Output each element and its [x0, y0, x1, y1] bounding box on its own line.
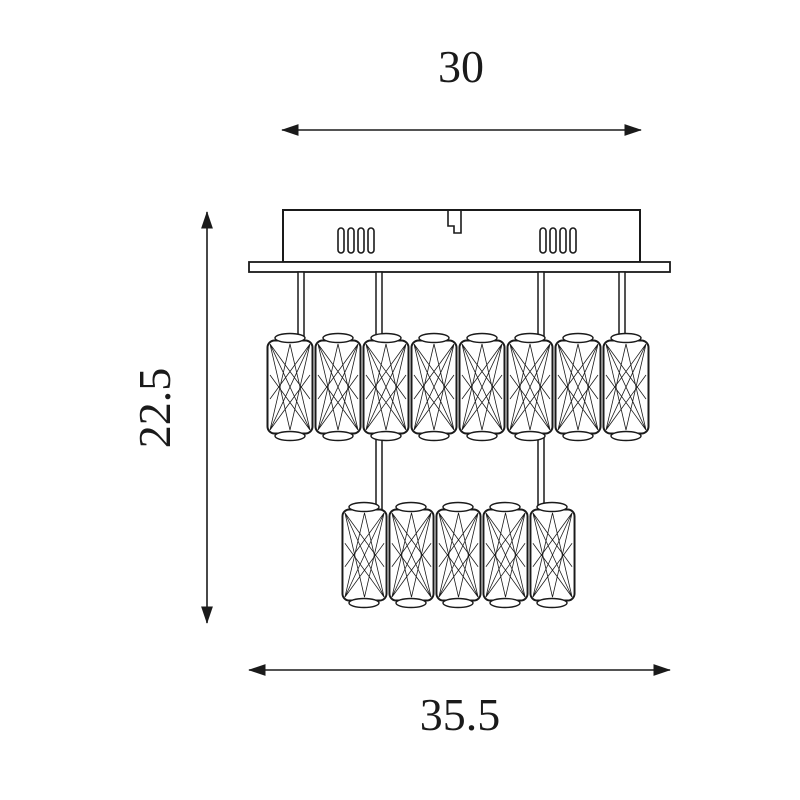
bottom-width-dimension: 35.5 [248, 664, 671, 740]
vent-slots-right [539, 227, 577, 254]
crystal-segment [266, 339, 314, 435]
height-label: 22.5 [129, 368, 180, 449]
crystal-tier-2 [341, 501, 576, 609]
crystal-segment [602, 339, 650, 435]
top-width-label: 30 [438, 41, 484, 92]
crystal-segment [529, 508, 576, 602]
crystal-segment [458, 339, 506, 435]
bottom-width-label: 35.5 [420, 689, 501, 740]
crystal-segment [506, 339, 554, 435]
canopy [282, 209, 641, 263]
crystal-segment [410, 339, 458, 435]
tier-1-beads [274, 332, 642, 442]
height-dimension: 22.5 [129, 211, 213, 624]
crystal-segment [388, 508, 435, 602]
crystal-segment [435, 508, 482, 602]
crystal-segment [554, 339, 602, 435]
canopy-notch [447, 211, 462, 234]
crystal-segment [314, 339, 362, 435]
hanger-rod [618, 271, 626, 343]
vent-slots-left [337, 227, 375, 254]
crystal-tier-1 [266, 332, 650, 442]
crystal-segment [341, 508, 388, 602]
tier-2-beads [348, 501, 568, 609]
top-width-dimension: 30 [281, 41, 642, 136]
crystal-segment [482, 508, 529, 602]
crystal-segment [362, 339, 410, 435]
mounting-plate [248, 261, 671, 273]
hanger-rod [297, 271, 305, 343]
